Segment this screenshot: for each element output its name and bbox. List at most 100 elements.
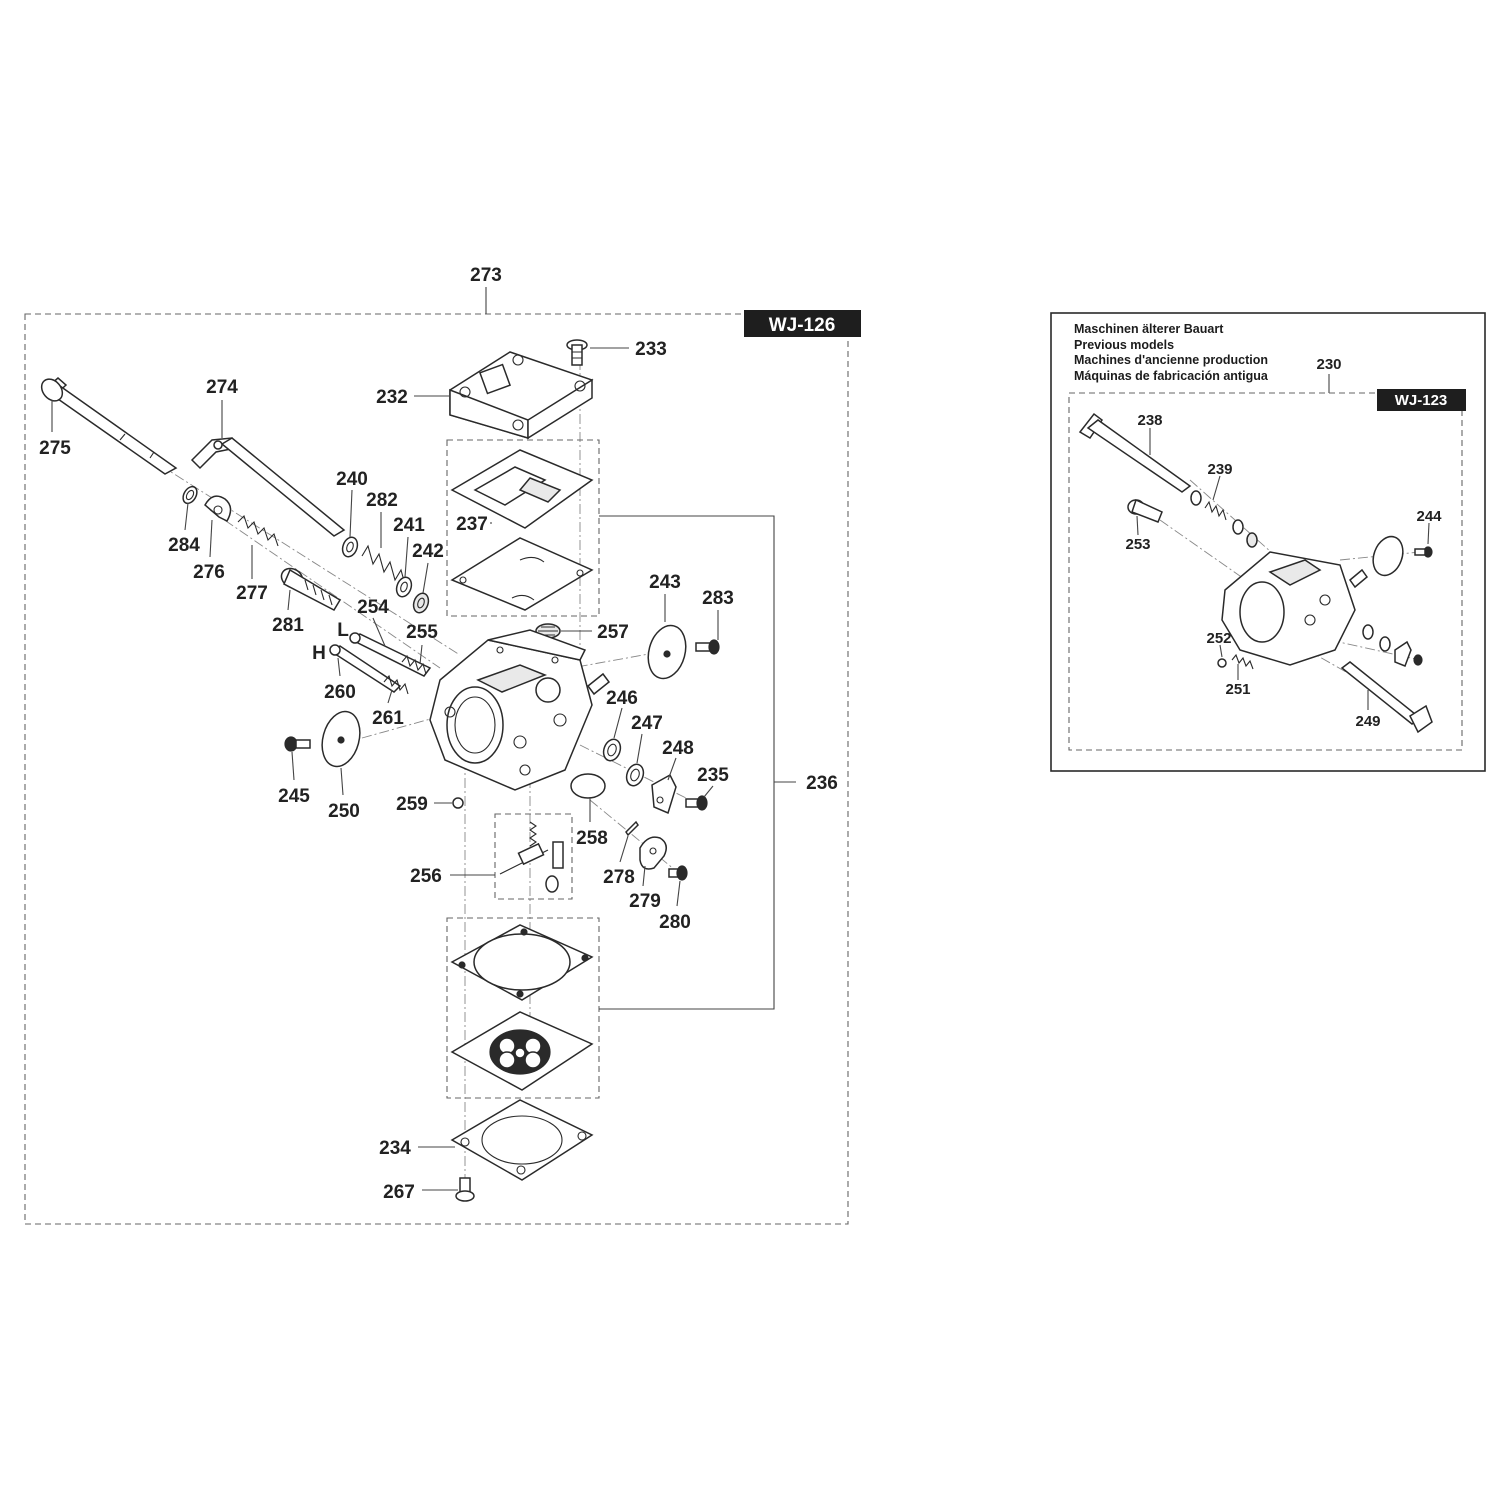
part-258-o-ring[interactable]: [570, 773, 606, 799]
part-232-pump-cover[interactable]: [449, 351, 594, 440]
part-label[interactable]: 279: [629, 891, 661, 912]
inset-code-badge: [1377, 389, 1466, 411]
part-label[interactable]: 282: [366, 490, 398, 511]
part-283-screw[interactable]: [695, 639, 720, 655]
part-label[interactable]: 283: [702, 588, 734, 609]
part-label[interactable]: 245: [278, 786, 310, 807]
inset-part-251-spring[interactable]: [1231, 653, 1254, 670]
part-284-washer[interactable]: [180, 484, 199, 506]
part-label[interactable]: 254: [357, 597, 389, 618]
inset-part-239-spring[interactable]: [1190, 490, 1258, 548]
part-242-seal[interactable]: [411, 591, 431, 615]
part-276-cam[interactable]: [204, 495, 232, 522]
part-label[interactable]: 280: [659, 912, 691, 933]
part-label[interactable]: 257: [597, 622, 629, 643]
part-247-washer[interactable]: [624, 762, 647, 788]
part-label[interactable]: 242: [412, 541, 444, 562]
assembly-axis-lines: [159, 360, 691, 1190]
part-label[interactable]: 258: [576, 828, 608, 849]
part-280-screw[interactable]: [668, 865, 688, 881]
part-label[interactable]: 233: [635, 339, 667, 360]
part-label[interactable]: 276: [193, 562, 225, 583]
part-260-high-needle[interactable]: [329, 644, 402, 693]
part-label[interactable]: 284: [168, 535, 200, 556]
part-label[interactable]: 240: [336, 469, 368, 490]
inlet-needle-group: [494, 813, 573, 900]
inset-frame: [1050, 312, 1486, 772]
part-label[interactable]: 255: [406, 622, 438, 643]
part-label[interactable]: 261: [372, 708, 404, 729]
part-278-clip[interactable]: [625, 820, 639, 837]
inset-part-249-shaft[interactable]: [1340, 661, 1433, 734]
part-label[interactable]: H: [312, 643, 326, 664]
part-label[interactable]: 246: [606, 688, 638, 709]
main-group: 273 WJ-126: [24, 265, 861, 1225]
part-274-choke-shaft[interactable]: [190, 437, 346, 537]
part-label[interactable]: 234: [379, 1138, 411, 1159]
metering-diaphragm[interactable]: [450, 1011, 594, 1091]
part-240-ring[interactable]: [340, 535, 360, 559]
part-label[interactable]: 281: [272, 615, 304, 636]
part-label[interactable]: 275: [39, 438, 71, 459]
inset-part-252-ball[interactable]: [1217, 658, 1227, 668]
part-275-throttle-shaft[interactable]: [37, 375, 178, 475]
part-label[interactable]: 235: [697, 765, 729, 786]
inset-label[interactable]: 251: [1225, 681, 1250, 698]
inset-label[interactable]: 253: [1125, 536, 1150, 553]
part-label[interactable]: 267: [383, 1182, 415, 1203]
inset-label[interactable]: 252: [1206, 630, 1231, 647]
inset-label[interactable]: 249: [1355, 713, 1380, 730]
main-group-frame: [24, 313, 849, 1225]
inset-label[interactable]: 244: [1416, 508, 1442, 525]
part-233-screw[interactable]: [566, 339, 588, 366]
part-256-inlet-needle-assembly[interactable]: [499, 821, 564, 893]
part-246-washer[interactable]: [601, 737, 624, 763]
part-279-plate[interactable]: [639, 836, 667, 870]
part-241-washer[interactable]: [394, 575, 414, 599]
part-237-pump-gasket[interactable]: [450, 449, 594, 611]
inset-lever-assembly[interactable]: [1362, 624, 1423, 667]
part-243-cover-disc[interactable]: [643, 621, 692, 682]
part-234-metering-cover[interactable]: [450, 1099, 594, 1181]
part-282-spring[interactable]: [361, 544, 407, 589]
part-label[interactable]: 243: [649, 572, 681, 593]
carburetor-body[interactable]: [429, 629, 611, 791]
inset-part-238-shaft[interactable]: [1078, 412, 1192, 493]
part-label[interactable]: 256: [410, 866, 442, 887]
part-label[interactable]: 248: [662, 738, 694, 759]
part-label[interactable]: 260: [324, 682, 356, 703]
part-245-screw[interactable]: [284, 736, 311, 752]
inset-carburetor-body[interactable]: [1221, 551, 1369, 666]
part-label[interactable]: 236: [806, 773, 838, 794]
part-261-spring[interactable]: [383, 674, 409, 695]
part-label[interactable]: 278: [603, 867, 635, 888]
inset-part-253-screw[interactable]: [1127, 498, 1163, 523]
part-label[interactable]: 259: [396, 794, 428, 815]
part-267-screw[interactable]: [455, 1177, 475, 1202]
part-label[interactable]: 232: [376, 387, 408, 408]
part-label[interactable]: 241: [393, 515, 425, 536]
part-label[interactable]: L: [337, 620, 349, 641]
main-group-part-label[interactable]: 273: [470, 265, 502, 286]
part-label[interactable]: 250: [328, 801, 360, 822]
part-277-spring[interactable]: [237, 514, 279, 547]
part-label[interactable]: 277: [236, 583, 268, 604]
part-248-lever[interactable]: [651, 773, 677, 815]
inset-part-label[interactable]: 230: [1316, 356, 1341, 373]
part-236-kit-bracket: [599, 515, 796, 1010]
part-label[interactable]: 237: [456, 514, 488, 535]
part-281-adjust-screw[interactable]: [278, 565, 342, 611]
part-label[interactable]: 274: [206, 377, 238, 398]
part-250-cover-disc[interactable]: [316, 707, 365, 770]
inset-note-es: Máquinas de fabricación antigua: [1074, 369, 1269, 383]
part-235-screw[interactable]: [685, 795, 708, 811]
part-label[interactable]: 247: [631, 713, 663, 734]
inset-part-244-disc[interactable]: [1368, 532, 1433, 579]
part-259-ball[interactable]: [452, 797, 464, 809]
part-255-spring[interactable]: [401, 654, 427, 675]
metering-diaphragm-gasket[interactable]: [450, 924, 594, 1001]
inset-group-frame: [1068, 392, 1463, 751]
inset-label[interactable]: 239: [1207, 461, 1232, 478]
inset-label[interactable]: 238: [1137, 412, 1162, 429]
